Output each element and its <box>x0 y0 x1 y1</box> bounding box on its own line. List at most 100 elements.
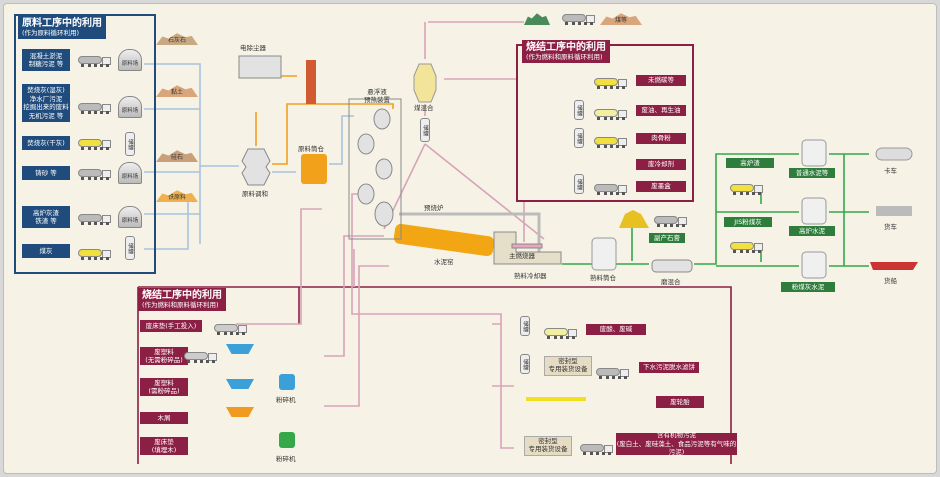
gypsum-pile <box>619 210 649 228</box>
cement-silo <box>801 197 827 225</box>
fuel-item-label: 木屑 <box>140 412 188 424</box>
chimney <box>306 60 316 104</box>
sealed-loading-equipment: 密封型 专用装货设备 <box>524 436 572 456</box>
fuel-item-label: 废塑料 (需粉碎品) <box>140 378 188 396</box>
raw-item-label: 混凝土淤泥 制糖污泥 等 <box>22 49 70 71</box>
raw-silo <box>301 154 327 184</box>
truck-icon <box>580 442 614 456</box>
rail-wagon-label: 货车 <box>884 223 897 231</box>
fuel-item-label: 废塑料 (无需粉碎品) <box>140 347 188 365</box>
silica-pile: 硅石 <box>156 150 198 162</box>
conveyor-icon <box>526 397 586 401</box>
burner <box>511 243 543 249</box>
raw-flow-line <box>144 63 239 244</box>
storage-tank: 储罐 <box>520 354 530 374</box>
raw-material-yard: 原料场 <box>118 206 142 228</box>
cargo-ship <box>870 262 918 270</box>
coal-pile: 煤等 <box>600 13 642 25</box>
fuel-item-label: 废床垫(手工投入) <box>140 320 202 332</box>
ash-flow-line <box>144 194 189 250</box>
truck-label: 卡车 <box>884 167 897 175</box>
tanker-truck <box>875 147 913 161</box>
product-label: 普通水泥等 <box>789 168 835 178</box>
gypsum-label: 副产石膏 <box>649 233 685 243</box>
crusher-label: 粉碎机 <box>276 455 296 463</box>
raw-material-yard: 原料场 <box>118 49 142 71</box>
truck-icon <box>562 12 596 26</box>
freight-wagon <box>876 206 912 216</box>
preheater-tower <box>348 98 402 240</box>
coal-mill-label: 煤混合 <box>414 104 434 112</box>
sealed-loading-equipment: 密封型 专用装货设备 <box>544 356 592 376</box>
raw-silo-label: 原料筒仓 <box>298 145 324 153</box>
truck-icon <box>594 135 628 149</box>
limestone-pile: 石灰石 <box>156 33 198 45</box>
truck-icon <box>594 182 628 196</box>
precalciner-label: 预烧炉 <box>424 204 444 212</box>
mountain-icon <box>524 13 550 25</box>
fuel-bottom-title: 烧结工序中的利用(作为燃料和原料循环利用) <box>138 288 226 311</box>
raw-mill-label: 原料调和 <box>242 190 268 198</box>
raw-item-label: 焚烧灰(干灰) <box>22 136 70 150</box>
truck-icon <box>730 182 764 196</box>
burner-label: 主燃烧器 <box>509 252 535 260</box>
raw-item-label: 高炉灰渣 铁渣 等 <box>22 206 70 228</box>
flow-lines <box>137 21 918 464</box>
clinker-silo-label: 熟料筒仓 <box>590 274 616 282</box>
raw-material-yard: 原料场 <box>118 162 142 184</box>
kiln-label: 水泥窑 <box>434 258 454 266</box>
truck-icon <box>654 214 688 228</box>
truck-icon <box>594 107 628 121</box>
storage-tank: 储罐 <box>125 236 135 260</box>
finish-mill <box>651 259 693 273</box>
fuel-item-label: 废床垫 (填埋木) <box>140 437 188 455</box>
raw-item-label: 铸砂 等 <box>22 166 70 180</box>
storage-tank: 储罐 <box>574 100 584 120</box>
preheater-label: 悬浮液 预热装置 <box>364 88 390 104</box>
hopper-icon <box>226 407 254 417</box>
clay-pile: 黏土 <box>156 85 198 97</box>
truck-icon <box>544 326 578 340</box>
cement-kiln <box>393 223 495 257</box>
raw-item-label: 煤灰 <box>22 244 70 258</box>
fuel-flow-line <box>383 21 545 242</box>
fuel-flow-line <box>236 208 389 407</box>
electrostatic-precipitator <box>238 55 282 79</box>
raw-section-title: 原料工序中的利用(作为原料循环利用) <box>18 16 106 39</box>
truck-icon <box>730 240 764 254</box>
storage-tank: 储罐 <box>574 128 584 148</box>
fuel-item-label: 肉骨粉 <box>636 133 686 144</box>
truck-icon <box>78 54 112 68</box>
finish-mill-label: 磨混合 <box>661 278 681 286</box>
diagram-canvas: 原料工序中的利用(作为原料循环利用) 混凝土淤泥 制糖污泥 等 焚烧灰(湿灰) … <box>3 3 937 474</box>
fuel-item-label: 废冷却剂 <box>636 159 686 170</box>
truck-icon <box>78 247 112 261</box>
clinker-silo <box>591 237 617 271</box>
cement-silo <box>801 139 827 167</box>
truck-icon <box>78 167 112 181</box>
raw-mill <box>241 148 271 186</box>
fuel-top-title: 烧结工序中的利用(作为燃料和原料循环利用) <box>522 40 610 63</box>
crusher-icon <box>279 374 295 390</box>
fuel-item-label: 废墨盒 <box>636 181 686 192</box>
exhaust-flow-line <box>255 75 394 165</box>
cooler-label: 熟料冷却器 <box>514 272 547 280</box>
ship-label: 货船 <box>884 277 897 285</box>
iron-ore-pile: 铁原料 <box>156 190 198 202</box>
fuel-flow-line <box>137 286 732 464</box>
coal-tank: 储罐 <box>420 118 430 142</box>
crusher-icon <box>279 432 295 448</box>
coal-mill <box>413 63 437 103</box>
product-label: 高炉水泥 <box>789 226 835 236</box>
fuel-item-label: 未燃碳等 <box>636 75 686 86</box>
truck-icon <box>594 76 628 90</box>
truck-icon <box>214 322 248 336</box>
product-flow-line <box>562 153 869 267</box>
storage-tank: 储罐 <box>125 132 135 156</box>
product-label: 粉煤灰水泥 <box>781 282 835 292</box>
raw-flow-line <box>272 115 354 173</box>
fuel-item-label: 废油、再生油 <box>636 105 686 116</box>
slag-label: 高炉渣 <box>726 158 774 168</box>
raw-material-yard: 原料场 <box>118 96 142 118</box>
clinker-cooler <box>493 231 562 265</box>
